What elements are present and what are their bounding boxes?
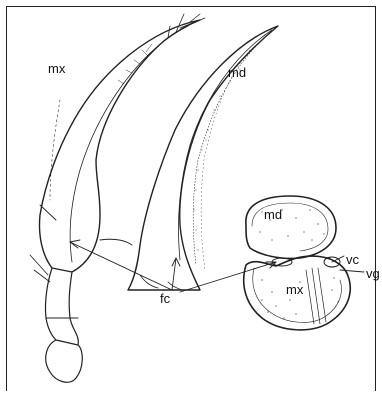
label-md-cross-section: md [264,208,282,221]
label-fc: fc [160,292,170,305]
cross-section-drawing [244,196,351,330]
label-md-mandible: md [228,66,246,79]
label-mx-cross-section: mx [286,283,303,296]
label-mx-maxilla: mx [48,62,65,75]
label-vc: vc [346,253,359,266]
label-vg: vg [366,267,380,280]
